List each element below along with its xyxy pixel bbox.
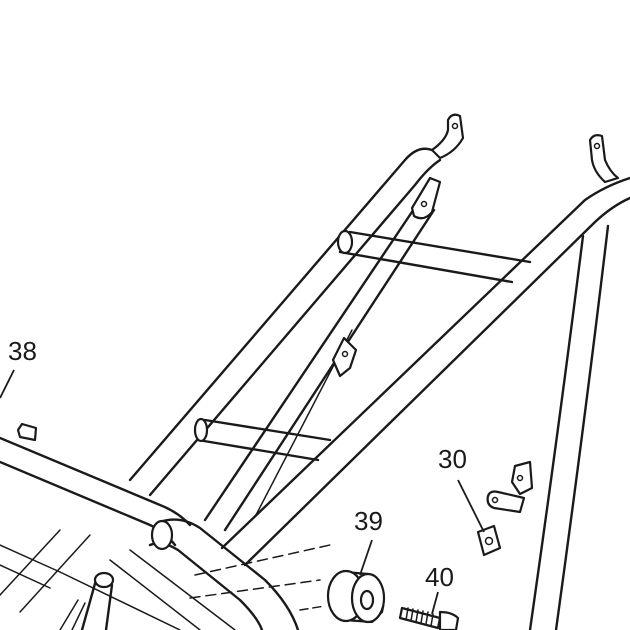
inner-diagonal-rail	[203, 198, 436, 532]
lower-cross-member	[193, 417, 332, 462]
upper-cross-member	[336, 229, 532, 284]
callout-30: 30	[438, 444, 467, 474]
assembly-guide-lines	[189, 544, 331, 611]
callout-40: 40	[425, 562, 454, 592]
seat-bracket-tab	[16, 422, 38, 442]
part-30-clip-nut	[476, 524, 502, 557]
part-39-rubber-bush	[326, 569, 386, 624]
callout-39: 39	[354, 506, 383, 536]
rail-hanger-tab	[410, 176, 442, 220]
upper-rail-bracket-right	[588, 134, 620, 184]
right-diagonal-rail	[220, 176, 630, 567]
upper-rail-bracket-left	[430, 113, 465, 160]
lower-left-subframe	[0, 529, 236, 630]
callout-38: 38	[8, 336, 37, 366]
leader-line-39	[359, 539, 373, 576]
leader-line-40	[431, 591, 439, 615]
leader-line-30	[457, 479, 485, 533]
inner-rail-bracket	[331, 336, 358, 378]
right-upright-tube	[528, 224, 610, 630]
left-diagonal-rail	[128, 147, 442, 497]
upright-bracket-lower	[486, 490, 526, 514]
leader-line-38	[0, 369, 15, 399]
seat-frame-tube	[0, 436, 300, 630]
upright-bracket-upper	[510, 460, 534, 496]
part-40-bolt	[398, 606, 460, 630]
